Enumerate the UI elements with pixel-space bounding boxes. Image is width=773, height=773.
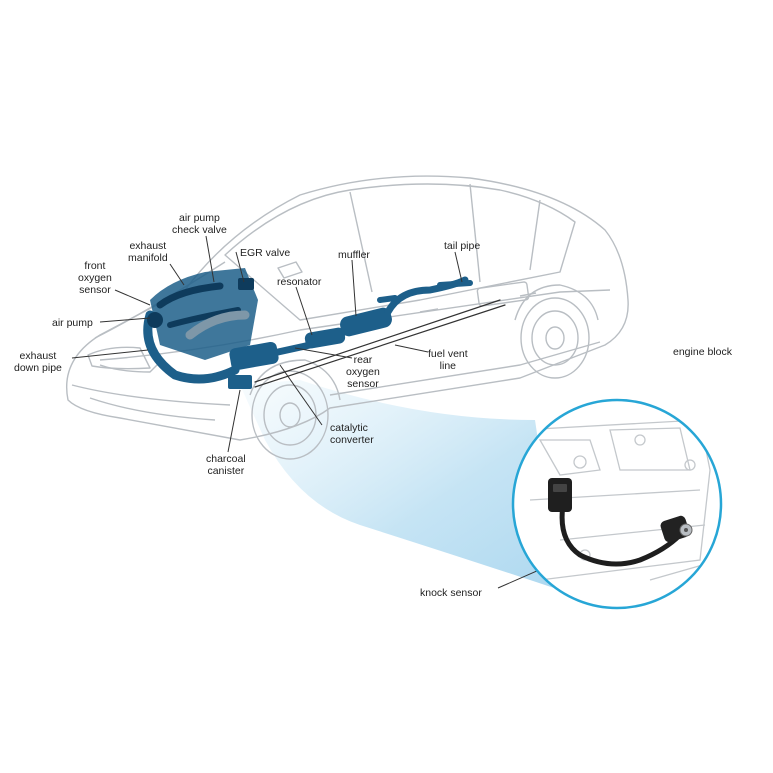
zoom-beam (240, 380, 560, 590)
label-exhaust-manifold: exhaust manifold (128, 240, 168, 264)
label-charcoal-canister: charcoal canister (206, 453, 246, 477)
label-knock-sensor: knock sensor (420, 587, 482, 599)
knock-sensor-circle (511, 398, 723, 610)
knock-sensor-icon (548, 478, 693, 567)
label-rear-oxygen-sensor: rear oxygen sensor (346, 354, 380, 390)
label-air-pump-check-valve: air pump check valve (172, 212, 227, 236)
label-catalytic-converter: catalytic converter (330, 422, 374, 446)
label-engine-block: engine block (673, 346, 732, 358)
exhaust-system-icon (143, 268, 506, 389)
label-front-oxygen-sensor: front oxygen sensor (78, 260, 112, 296)
label-tail-pipe: tail pipe (444, 240, 481, 252)
label-air-pump: air pump (52, 317, 93, 329)
label-egr-valve: EGR valve (240, 247, 291, 259)
label-fuel-vent-line: fuel vent line (428, 348, 468, 372)
label-resonator: resonator (277, 276, 322, 288)
label-exhaust-down-pipe: exhaust down pipe (14, 350, 62, 374)
label-muffler: muffler (338, 249, 370, 261)
